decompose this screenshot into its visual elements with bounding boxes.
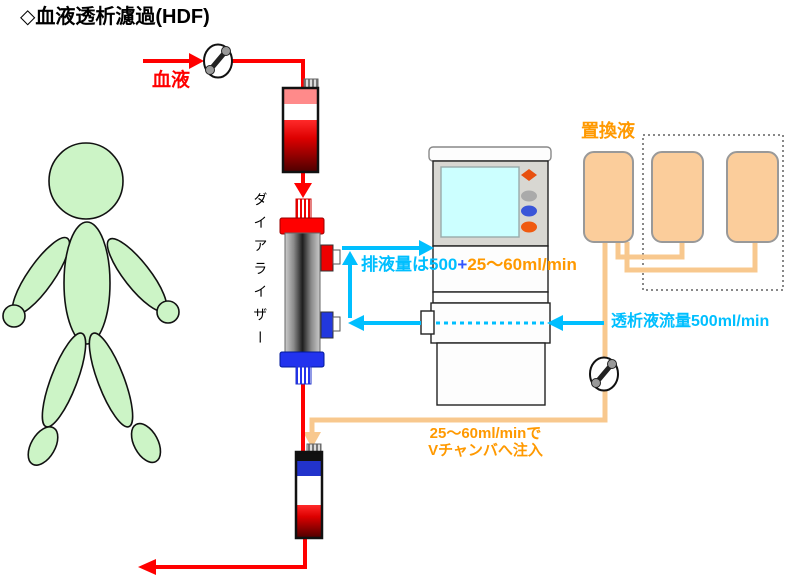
dialyzer-top-connector bbox=[295, 198, 312, 219]
fluid-dotted-boundary bbox=[642, 134, 784, 291]
machine-screen bbox=[440, 166, 520, 238]
patient-foot-right bbox=[130, 422, 162, 464]
arrow-blood-right bbox=[189, 53, 204, 69]
patient-leg-right bbox=[88, 332, 134, 428]
venous-chamber-blood bbox=[296, 505, 322, 538]
dialyzer-port-blue bbox=[320, 311, 334, 339]
injection-rate-line: 25〜60ml/minで bbox=[429, 425, 542, 442]
dialyzer-port-blue-nub bbox=[332, 316, 341, 332]
dialyzer bbox=[279, 198, 341, 385]
replacement-pump-icon bbox=[589, 356, 619, 392]
machine-top-bar bbox=[428, 146, 552, 162]
arrow-blood-down bbox=[294, 183, 312, 198]
replacement-fluid-label: 置換液 bbox=[581, 121, 635, 141]
drain-flow-plus: + bbox=[457, 255, 468, 274]
arrow-up bbox=[342, 251, 358, 265]
patient-figure bbox=[2, 142, 180, 466]
machine-diamond-indicator bbox=[521, 169, 537, 181]
machine-button-blue bbox=[521, 205, 537, 217]
dialyzer-port-red-nub bbox=[332, 249, 341, 265]
patient-head bbox=[48, 142, 124, 220]
machine-button-orange bbox=[521, 221, 537, 233]
fluid-bag-3 bbox=[726, 151, 779, 243]
replacement-fluid-bags bbox=[583, 151, 779, 243]
injection-target-line: Vチャンバへ注入 bbox=[428, 442, 543, 460]
dialyzer-bottom-connector bbox=[295, 366, 312, 385]
patient-leg-left bbox=[41, 332, 87, 428]
tube-bag2 bbox=[615, 242, 685, 260]
venous-chamber-top bbox=[296, 452, 322, 461]
machine-body-strip bbox=[432, 291, 549, 304]
blood-label: 血液 bbox=[152, 70, 191, 91]
dialysate-arrowheads bbox=[342, 240, 563, 331]
diagram-title: ◇血液透析濾過(HDF) bbox=[20, 6, 210, 28]
drain-flow-added: 25〜60ml/min bbox=[467, 255, 577, 274]
patient-torso bbox=[63, 221, 111, 345]
patient-hand-right bbox=[156, 300, 180, 324]
arterial-chamber bbox=[281, 78, 320, 174]
injection-label: 25〜60ml/minで Vチャンバへ注入 bbox=[398, 425, 573, 460]
tube-main bbox=[309, 242, 608, 436]
arterial-chamber-band bbox=[283, 88, 318, 104]
machine-body-lower bbox=[436, 342, 546, 406]
dialysate-flow-label: 透析液流量500ml/min bbox=[611, 313, 770, 330]
machine-button-gray bbox=[521, 190, 537, 202]
fluid-bag-2 bbox=[651, 151, 704, 243]
arrow-into-blue-port bbox=[348, 315, 364, 331]
arterial-chamber-outline bbox=[281, 86, 320, 174]
dialyzer-label: ダイアライザー bbox=[252, 192, 269, 353]
dialyzer-red-cap bbox=[279, 217, 325, 235]
dialyzer-body bbox=[284, 232, 321, 354]
venous-chamber-band bbox=[296, 461, 322, 476]
fluid-bag-1 bbox=[583, 151, 634, 243]
arrow-into-machine-right bbox=[547, 315, 563, 331]
blood-return-line bbox=[146, 536, 307, 569]
venous-chamber-outline bbox=[294, 450, 324, 540]
dialyzer-port-red bbox=[320, 244, 334, 272]
blood-lines bbox=[143, 59, 307, 569]
blood-arrowheads bbox=[138, 53, 312, 575]
arterial-chamber-blood bbox=[283, 120, 318, 172]
machine-dialysate-port bbox=[420, 310, 435, 335]
arrow-into-machine-left bbox=[419, 240, 434, 256]
dialyzer-blue-cap bbox=[279, 351, 325, 368]
replacement-tubing bbox=[309, 242, 758, 436]
drain-flow-label: 排液量は500+25〜60ml/min bbox=[361, 255, 577, 275]
venous-chamber bbox=[294, 443, 324, 540]
patient-hand-left bbox=[2, 304, 26, 328]
machine-body-upper bbox=[432, 245, 549, 293]
blood-pump-icon bbox=[203, 43, 233, 79]
tube-bag3 bbox=[624, 242, 758, 273]
dialysate-lines bbox=[342, 246, 604, 325]
patient-foot-left bbox=[27, 426, 59, 466]
injection-arrowhead bbox=[303, 432, 321, 448]
dialysis-machine bbox=[420, 146, 552, 406]
arrow-blood-return bbox=[138, 559, 156, 575]
drain-flow-base: 排液量は500 bbox=[361, 255, 458, 274]
